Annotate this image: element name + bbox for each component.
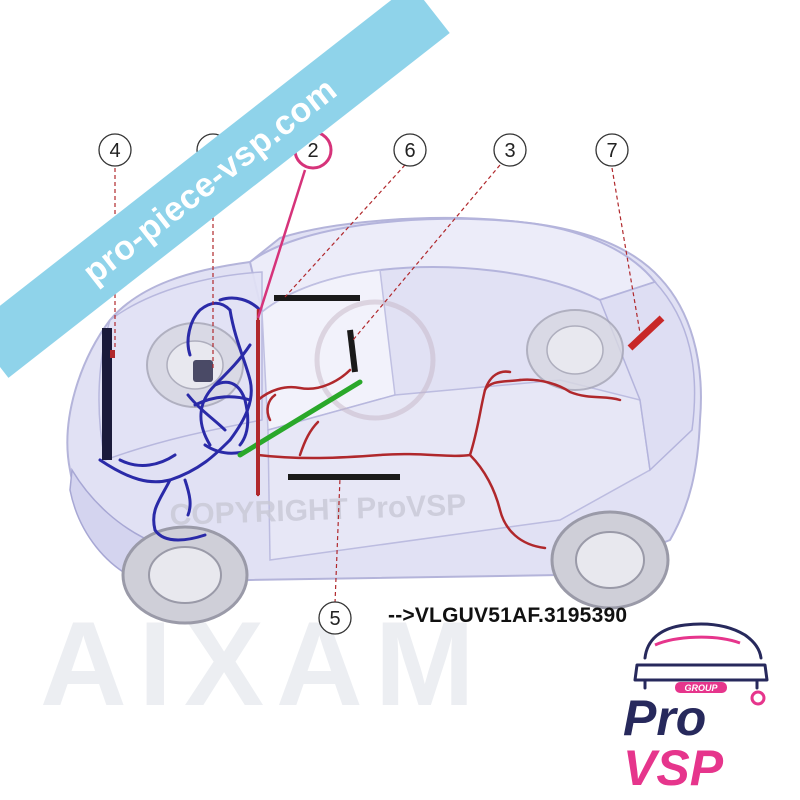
logo-pro-text: Pro [623, 690, 706, 746]
callout-4-label: 4 [109, 140, 120, 162]
callout-5: 5 [318, 601, 352, 635]
rear-right-wheel [526, 309, 624, 391]
callout-4: 4 [98, 133, 132, 167]
part-7-bar [627, 315, 665, 351]
callout-6-label: 6 [404, 140, 415, 162]
aixam-watermark: AIXAM [40, 597, 487, 731]
car-outline-icon [633, 622, 769, 690]
part-3-bar [347, 329, 358, 373]
part-4-marker [110, 350, 115, 358]
engine-harness-blue [98, 296, 262, 542]
leader-line-2 [256, 169, 307, 319]
callout-5-label: 5 [329, 608, 340, 630]
part-4-bar [102, 328, 112, 460]
callout-3-label: 3 [504, 140, 515, 162]
reference-code: -->VLGUV51AF.3195390 [388, 604, 628, 627]
callout-7: 7 [595, 133, 629, 167]
copyright-symbol [314, 299, 436, 421]
callout-2-label: 2 [307, 140, 318, 162]
logo-vsp-text: VSP [623, 740, 724, 790]
provsp-logo: GROUP Pro VSP [623, 622, 769, 790]
car-illustration [66, 217, 702, 587]
callout-6: 6 [393, 133, 427, 167]
car-outline-accent [654, 635, 741, 647]
body-harness-red [256, 308, 622, 550]
callout-7-label: 7 [606, 140, 617, 162]
part-6-bar [274, 295, 360, 301]
front-left-wheel [121, 525, 249, 625]
relay-box [193, 360, 213, 382]
rear-left-wheel [550, 510, 670, 610]
logo-group-text: GROUP [684, 683, 718, 693]
callout-3: 3 [493, 133, 527, 167]
part-5-bar [288, 474, 400, 480]
